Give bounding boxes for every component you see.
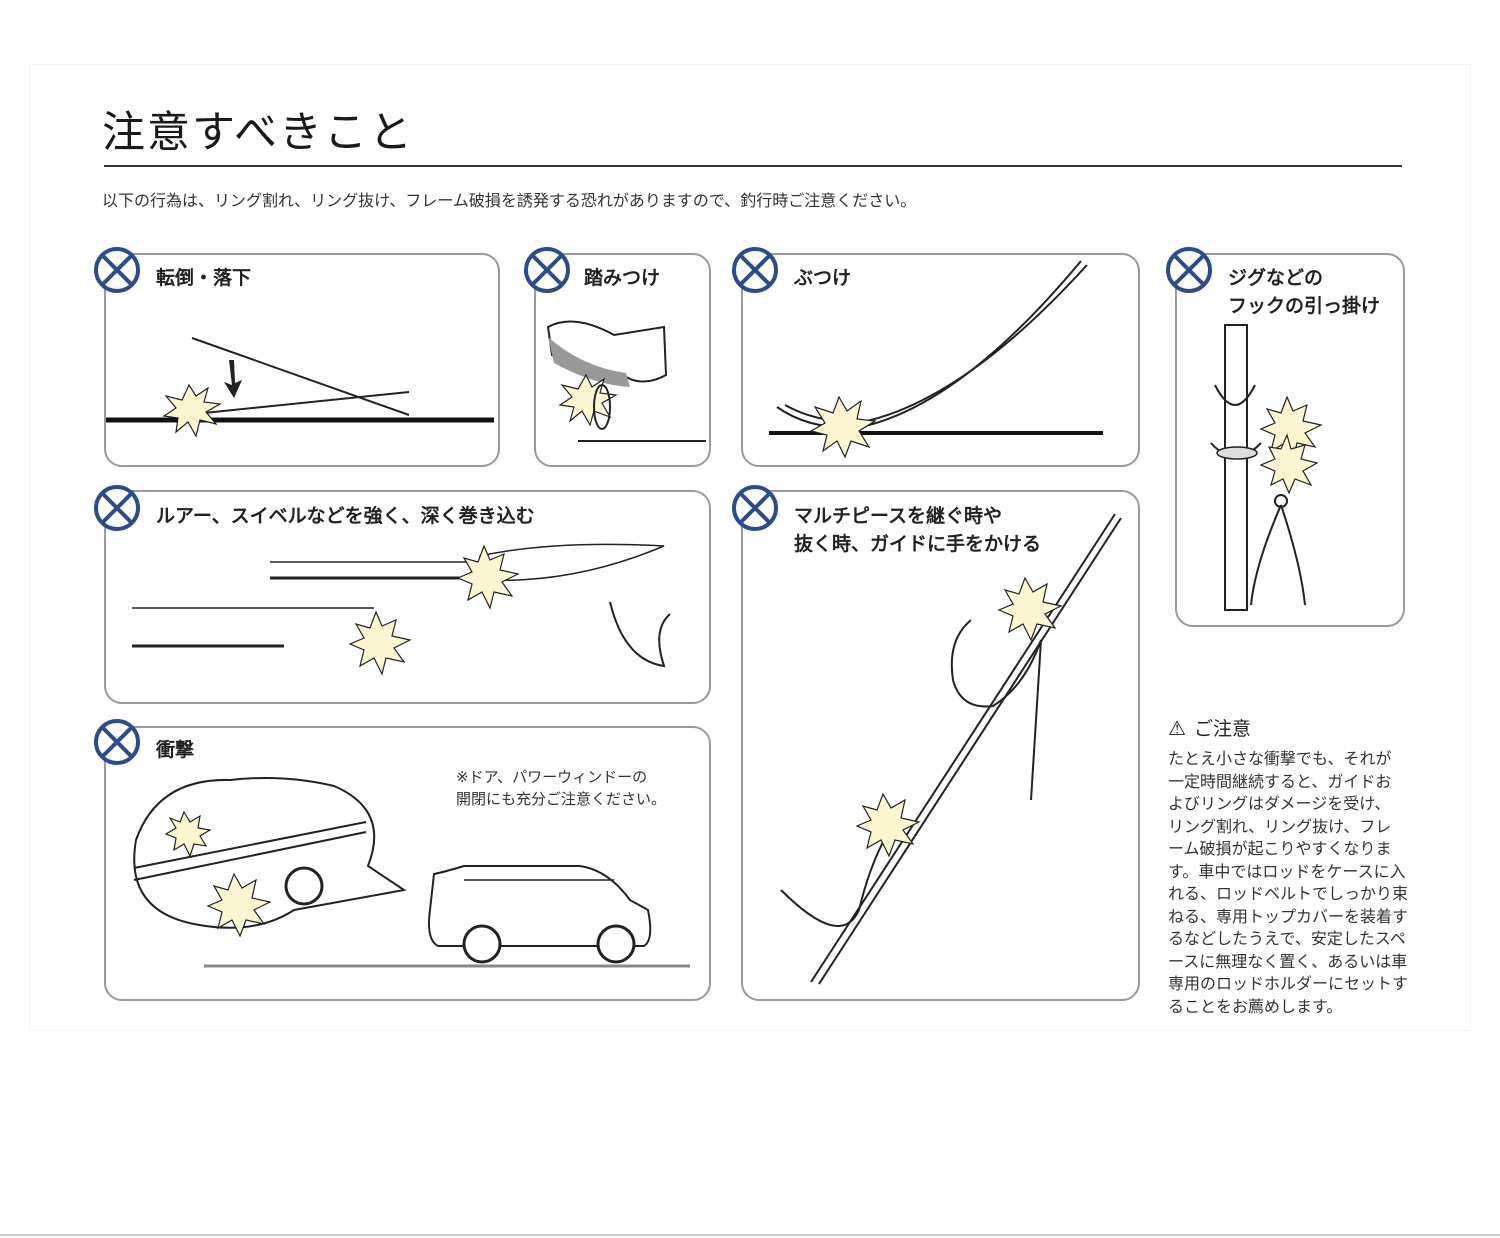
panel-multipiece-label: マルチピースを継ぐ時や 抜く時、ガイドに手をかける bbox=[794, 505, 1042, 555]
impact-note: ※ドア、パワーウィンドーの 開閉にも充分ご注意ください。 bbox=[456, 768, 667, 808]
panel-lure bbox=[104, 490, 711, 704]
caution-heading: ⚠ ご注意 bbox=[1168, 714, 1251, 741]
bottom-divider bbox=[0, 1234, 1500, 1236]
prohibited-icon bbox=[1166, 247, 1212, 293]
page-title: 注意すべきこと bbox=[102, 108, 414, 158]
step-illustration bbox=[546, 320, 706, 442]
prohibited-icon bbox=[732, 485, 778, 531]
title-rule bbox=[104, 165, 1402, 167]
panel-impact-label: 衝撃 bbox=[156, 739, 195, 761]
intro-text: 以下の行為は、リング割れ、リング抜け、フレーム破損を誘発する恐れがありますので、… bbox=[102, 191, 917, 210]
impact-illustration bbox=[133, 777, 690, 968]
panel-multipiece bbox=[741, 490, 1140, 1001]
lure-illustration bbox=[132, 543, 671, 676]
warning-icon: ⚠ bbox=[1168, 716, 1186, 740]
hit-illustration bbox=[769, 260, 1103, 459]
multipiece-illustration bbox=[780, 513, 1122, 985]
prohibited-icon bbox=[94, 719, 140, 765]
panel-step-label: 踏みつけ bbox=[584, 267, 661, 289]
caution-body: たとえ小さな衝撃でも、それが 一定時間継続すると、ガイドお よびリングはダメージ… bbox=[1168, 749, 1409, 1016]
prohibited-icon bbox=[732, 247, 778, 293]
prohibited-icon bbox=[94, 485, 140, 531]
hook-illustration bbox=[1210, 324, 1323, 611]
fall-illustration bbox=[106, 337, 494, 438]
prohibited-icon bbox=[94, 247, 140, 293]
panel-hit-label: ぶつけ bbox=[794, 267, 852, 289]
panel-hook-label: ジグなどの フックの引っ掛け bbox=[1228, 267, 1381, 317]
panel-fall bbox=[104, 253, 500, 467]
caution-heading-text: ご注意 bbox=[1194, 718, 1252, 740]
panel-fall-label: 転倒・落下 bbox=[156, 267, 252, 289]
prohibited-icon bbox=[524, 247, 570, 293]
panel-lure-label: ルアー、スイベルなどを強く、深く巻き込む bbox=[156, 505, 535, 527]
